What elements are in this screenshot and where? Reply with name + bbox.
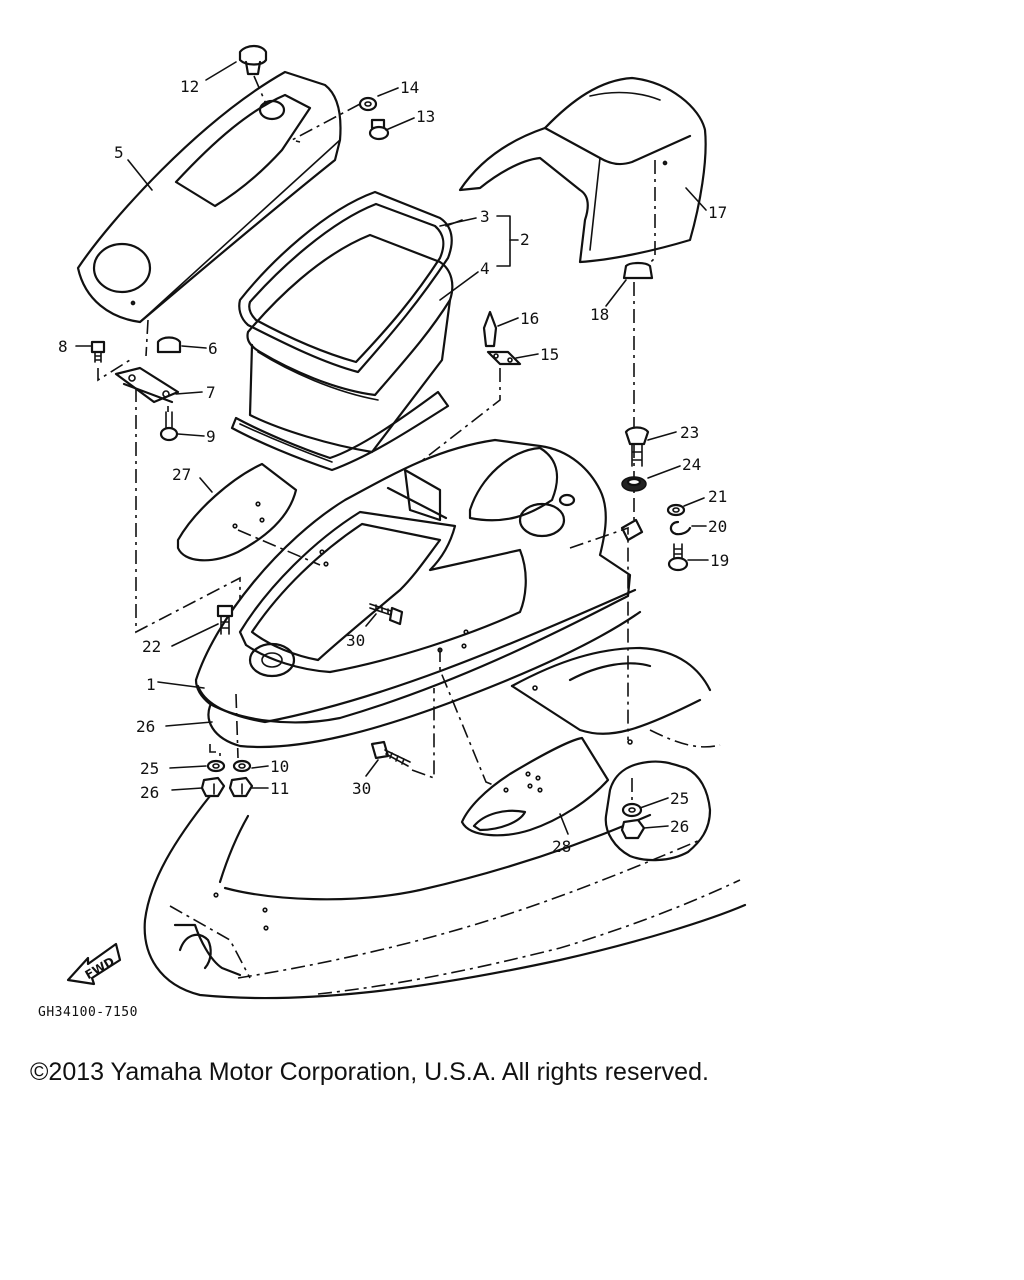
callout-27: 26	[136, 717, 155, 736]
part-17-seat	[458, 76, 707, 273]
hull	[143, 646, 747, 1000]
part-7-hinge-bracket	[114, 366, 180, 404]
exploded-parts-diagram: FWD 12 14 13	[38, 44, 747, 1020]
callout-30-lower: 30	[352, 779, 371, 798]
callout-numbers: 12 14 13 5 3 2 4 17 18 16 15 8 6 7 9 27 …	[58, 77, 729, 856]
callout-3: 3	[480, 207, 490, 226]
callout-25-right: 25	[670, 789, 689, 808]
part-20-clip	[669, 520, 692, 536]
part-13-14-fasteners	[289, 96, 390, 143]
copyright-notice: ©2013 Yamaha Motor Corporation, U.S.A. A…	[30, 1058, 709, 1086]
part-27-gasket	[207, 610, 642, 749]
part-8-bolt	[90, 340, 131, 382]
callout-25-left: 25	[140, 759, 159, 778]
callout-13: 13	[416, 107, 435, 126]
part-22-bolt	[216, 604, 234, 635]
part-15-16-latch	[409, 310, 522, 471]
callout-26-left: 26	[140, 783, 159, 802]
callout-5: 5	[114, 143, 124, 162]
part-12-plug	[238, 44, 268, 105]
callout-18: 18	[590, 305, 609, 324]
part-3-upper-seal	[238, 190, 453, 374]
callout-15: 15	[540, 345, 559, 364]
part-code: GH34100-7150	[38, 1005, 138, 1020]
part-4-lower-seal	[230, 390, 450, 472]
part-19-screw	[667, 543, 689, 572]
detail-inset	[604, 760, 712, 862]
part-30-bolt-upper	[369, 603, 404, 626]
callout-21: 21	[708, 487, 727, 506]
part-28-panel	[460, 736, 610, 837]
callout-14: 14	[400, 78, 419, 97]
callout-9: 9	[206, 427, 216, 446]
part-21-washer	[666, 503, 686, 517]
callout-17: 17	[708, 203, 727, 222]
part-23-plug	[624, 426, 650, 467]
leader-lines	[75, 61, 709, 835]
callout-2: 2	[520, 230, 530, 249]
part-5-hood-cover	[76, 70, 342, 324]
callout-7: 7	[206, 383, 216, 402]
callout-24: 24	[682, 455, 701, 474]
part-9-nut	[159, 406, 179, 442]
callout-29: 27	[172, 465, 191, 484]
callout-26-right: 26	[670, 817, 689, 836]
callout-28: 28	[552, 837, 571, 856]
callout-20: 20	[708, 517, 727, 536]
callout-30-upper: 30	[346, 631, 365, 650]
part-30-bolt-lower	[370, 648, 507, 791]
part-1-deck	[194, 438, 637, 724]
callout-16: 16	[520, 309, 539, 328]
callout-6: 6	[208, 339, 218, 358]
callout-19: 19	[710, 551, 729, 570]
callout-10: 10	[270, 757, 289, 776]
right-bracket	[569, 518, 644, 800]
part-29-cover-panel	[176, 462, 298, 562]
callout-22: 22	[142, 637, 161, 656]
callout-23: 23	[680, 423, 699, 442]
part-6-plug	[145, 319, 182, 357]
fwd-arrow: FWD	[66, 942, 122, 986]
callout-8: 8	[58, 337, 68, 356]
part-2-storage-bin	[246, 233, 454, 454]
callout-11: 11	[270, 779, 289, 798]
callout-1: 1	[146, 675, 156, 694]
callout-12: 12	[180, 77, 199, 96]
part-24-grommet	[621, 476, 647, 492]
callout-4: 4	[480, 259, 490, 278]
